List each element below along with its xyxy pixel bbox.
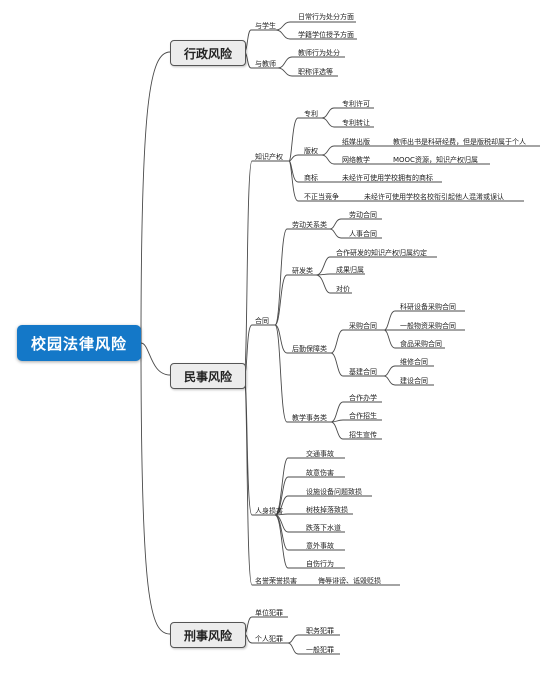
leaf-research-equipment: 科研设备采购合同 (400, 303, 456, 311)
branch-injury: 人身损害 (255, 507, 283, 515)
leaf-online-teaching: 网络教学 (342, 156, 370, 164)
branch-trademark: 商标 (304, 174, 318, 182)
criminal-risk-node[interactable]: 刑事风险 (170, 622, 246, 648)
note-paper-publishing: 教师出书是科研经费，但是版税却属于个人 (393, 138, 526, 146)
note-trademark: 未经许可使用学校拥有的商标 (342, 174, 433, 182)
note-reputation: 侮辱诽谤、诋毁贬损 (318, 577, 381, 585)
branch-rnd: 研发类 (292, 267, 313, 275)
leaf-general-supplies: 一般物资采购合同 (400, 322, 456, 330)
branch-construction: 基建合同 (349, 368, 377, 376)
branch-teachers: 与教师 (255, 60, 276, 68)
leaf-self-harm: 自伤行为 (306, 560, 334, 568)
branch-procurement: 采购合同 (349, 322, 377, 330)
leaf-falling-branch: 树枝掉落致损 (306, 506, 348, 514)
leaf-intentional-injury: 故意伤害 (306, 469, 334, 477)
leaf-joint-enrollment: 合作招生 (349, 412, 377, 420)
leaf-personnel-contract: 人事合同 (349, 230, 377, 238)
branch-unit-crime: 单位犯罪 (255, 609, 283, 617)
leaf-facility-damage: 设施设备问题致损 (306, 488, 362, 496)
branch-copyright: 版权 (304, 147, 318, 155)
leaf-rnd-ownership: 成果归属 (336, 266, 364, 274)
leaf-joint-school: 合作办学 (349, 394, 377, 402)
leaf-patent-transfer: 专利转让 (342, 119, 370, 127)
branch-logistics: 后勤保障类 (292, 345, 327, 353)
root-node[interactable]: 校园法律风险 (17, 325, 141, 361)
admin-risk-node[interactable]: 行政风险 (170, 40, 246, 66)
leaf-maintenance: 维修合同 (400, 358, 428, 366)
leaf-student-degree: 学籍学位授予方面 (298, 31, 354, 39)
branch-ip: 知识产权 (255, 153, 283, 161)
leaf-food-procurement: 食品采购合同 (400, 340, 442, 348)
leaf-building: 建设合同 (400, 377, 428, 385)
branch-students: 与学生 (255, 22, 276, 30)
note-online-teaching: MOOC资源，知识产权归属 (393, 156, 478, 164)
leaf-sewer-fall: 跌落下水道 (306, 524, 341, 532)
leaf-rnd-consideration: 对价 (336, 285, 350, 293)
leaf-accident: 意外事故 (306, 542, 334, 550)
branch-contract: 合同 (255, 317, 269, 325)
leaf-student-discipline: 日常行为处分方面 (298, 13, 354, 21)
leaf-title-evaluation: 职称评选等 (298, 68, 333, 76)
note-unfair-competition: 未经许可使用学校名校衔引起他人混淆或误认 (364, 193, 504, 201)
leaf-patent-license: 专利许可 (342, 100, 370, 108)
leaf-traffic-accident: 交通事故 (306, 450, 334, 458)
branch-reputation: 名誉荣誉损害 (255, 577, 297, 585)
branch-patent: 专利 (304, 110, 318, 118)
leaf-paper-publishing: 纸媒出版 (342, 138, 370, 146)
leaf-general-crime: 一般犯罪 (306, 646, 334, 654)
leaf-labor-contract: 劳动合同 (349, 211, 377, 219)
civil-risk-node[interactable]: 民事风险 (170, 363, 246, 389)
leaf-rnd-ip-agreement: 合作研发的知识产权归属约定 (336, 249, 427, 257)
branch-labor: 劳动关系类 (292, 221, 327, 229)
branch-individual-crime: 个人犯罪 (255, 635, 283, 643)
leaf-official-crime: 职务犯罪 (306, 627, 334, 635)
branch-unfair-competition: 不正当竞争 (304, 193, 339, 201)
branch-teaching-affairs: 教学事务类 (292, 414, 327, 422)
leaf-enrollment-promotion: 招生宣传 (349, 431, 377, 439)
leaf-teacher-discipline: 教师行为处分 (298, 49, 340, 57)
